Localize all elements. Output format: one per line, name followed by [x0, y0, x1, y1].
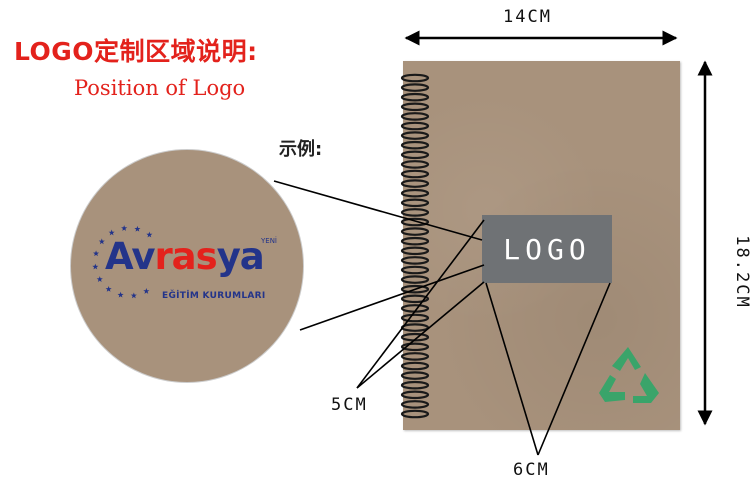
notebook-cover: [403, 61, 680, 430]
spiral-coil: [400, 265, 430, 275]
spiral-coil: [400, 188, 430, 198]
spiral-coil: [400, 121, 430, 131]
spiral-coil: [400, 112, 430, 121]
spiral-coil: [400, 284, 430, 294]
spiral-coil: [400, 208, 430, 217]
star-icon: [98, 238, 105, 245]
brand-prefix: Av: [105, 235, 155, 278]
spiral-coil: [400, 236, 430, 246]
spiral-coil: [400, 217, 430, 227]
star-icon: [108, 229, 115, 236]
page-subtitle: Position of Logo: [74, 76, 246, 100]
sample-logo-wordmark: Avrasya: [105, 235, 265, 278]
star-icon: [143, 288, 150, 294]
spiral-coil: [400, 361, 430, 371]
star-icon: [117, 291, 124, 298]
logo-zoom-circle: Avrasya YENİ EĞİTİM KURUMLARI: [71, 150, 303, 382]
spiral-coil: [400, 342, 430, 352]
width-label: 14CM: [503, 7, 552, 27]
page-title: LOGO定制区域说明:: [14, 37, 258, 66]
logo-placeholder: LOGO: [482, 215, 612, 283]
sample-logo-badge: YENİ: [261, 237, 277, 245]
star-icon: [134, 225, 141, 232]
star-icon: [121, 225, 128, 231]
spiral-coil: [400, 131, 430, 140]
spiral-coil: [400, 246, 430, 256]
logo-height-label: 5CM: [331, 395, 368, 415]
brand-highlight: ras: [154, 235, 217, 278]
example-label: 示例:: [279, 139, 323, 160]
spiral-coil: [400, 179, 430, 188]
spiral-coil: [400, 313, 430, 323]
spiral-coil: [400, 352, 430, 361]
spiral-coil: [400, 83, 430, 92]
brand-suffix: ya: [216, 235, 265, 278]
spiral-coil: [400, 275, 430, 284]
logo-height-callout-2: [356, 281, 485, 389]
zoom-connector-top: [273, 180, 483, 241]
spiral-coil: [400, 294, 430, 304]
sample-logo-subtitle: EĞİTİM KURUMLARI: [162, 291, 266, 301]
spiral-coil: [400, 371, 430, 380]
spiral-coil: [400, 169, 430, 179]
spiral-coil: [400, 409, 430, 419]
spiral-coil: [400, 92, 430, 102]
star-icon: [146, 231, 153, 238]
star-icon: [92, 263, 99, 270]
spiral-coil: [400, 102, 430, 112]
spiral-coil: [400, 73, 430, 83]
spiral-coil: [400, 380, 430, 390]
logo-width-callout-1: [485, 282, 539, 456]
spiral-coil: [400, 256, 430, 265]
star-icon: [93, 250, 100, 257]
zoom-connector-bottom: [299, 264, 485, 331]
spiral-coil: [400, 227, 430, 236]
spiral-coil: [400, 400, 430, 409]
spiral-coil: [400, 390, 430, 400]
logo-width-label: 6CM: [513, 460, 550, 480]
star-icon: [130, 292, 137, 299]
logo-height-callout-1: [356, 219, 485, 389]
star-ring-icon: [92, 225, 153, 299]
star-icon: [96, 276, 103, 282]
recycle-icon: [599, 347, 659, 403]
spiral-coil: [400, 140, 430, 150]
logo-width-callout-2: [537, 282, 611, 456]
spiral-coil: [400, 150, 430, 160]
height-label: 18.2CM: [732, 235, 750, 309]
spiral-coil: [400, 198, 430, 208]
star-icon: [105, 286, 112, 292]
spiral-coil: [400, 160, 430, 169]
